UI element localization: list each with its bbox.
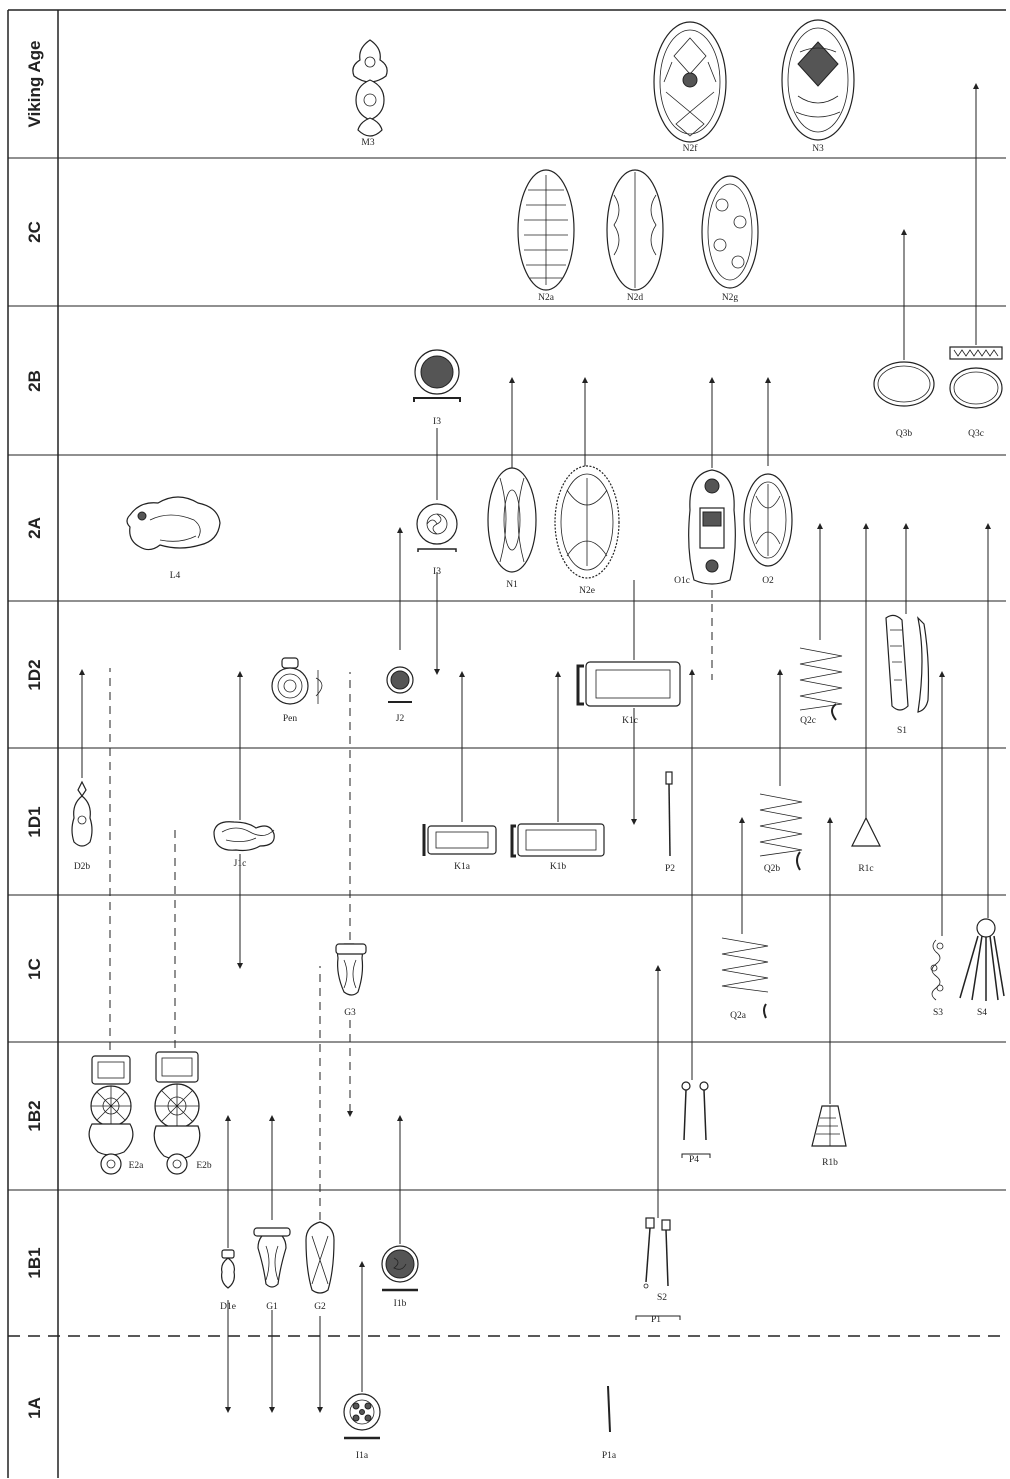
artefact-label: L4 [170, 571, 181, 581]
artefact-e2b: E2b [154, 1052, 212, 1174]
artefact-label: I1b [394, 1299, 407, 1309]
artefact-n2f: N2f [654, 22, 726, 154]
artefact-label: O1c [674, 576, 690, 586]
artefact-j1c: J1c [214, 822, 274, 869]
artefact-p2: P2 [665, 772, 675, 874]
artefact-label: P2 [665, 864, 675, 874]
period-label: Viking Age [25, 41, 44, 128]
artefact-n1: N1 [488, 468, 536, 590]
artefact-label: P1a [602, 1451, 617, 1461]
artefact-k1b: K1b [512, 824, 604, 872]
artefact-label: K1a [454, 862, 471, 872]
artefact-label: N3 [812, 144, 824, 154]
artefact-label: I3 [433, 567, 441, 577]
period-label: 1D1 [25, 806, 44, 837]
artefact-label: D1e [220, 1302, 236, 1312]
artefact-m3: M3 [353, 40, 387, 148]
artefact-i3-upper: I3 [414, 350, 460, 427]
artefact-q3c: Q3c [950, 347, 1002, 439]
artefact-label: J1c [234, 859, 247, 869]
artefact-label: N2d [627, 293, 644, 303]
artefact-label: S2 [657, 1293, 667, 1303]
artefact-n2e: N2e [555, 466, 619, 596]
artefact-label: S4 [977, 1008, 987, 1018]
artefact-i1a: I1a [344, 1394, 380, 1461]
artefact-label: R1b [822, 1158, 838, 1168]
artefact-label: P4 [689, 1155, 699, 1165]
artefact-p1a: P1a [602, 1386, 617, 1461]
artefact-label: I3 [433, 417, 441, 427]
artefact-label: G3 [344, 1008, 356, 1018]
artefact-label: I1a [356, 1451, 369, 1461]
artefact-label: P1 [651, 1315, 661, 1325]
artefact-label: N2a [538, 293, 555, 303]
artefact-label: S3 [933, 1008, 943, 1018]
artefact-label: Q2a [730, 1011, 747, 1021]
artefact-n3: N3 [782, 20, 854, 154]
artefact-label: N2f [683, 143, 699, 154]
artefact-label: D2b [74, 862, 91, 872]
artefact-i3-lower: I3 [417, 504, 457, 577]
artefact-label: K1c [622, 716, 638, 726]
period-label: 1B2 [25, 1100, 44, 1131]
artefact-label: E2b [196, 1161, 212, 1171]
artefact-s2-p1: S2 P1 [636, 1218, 680, 1325]
artefact-pen: Pen [272, 658, 322, 724]
period-label: 1A [25, 1397, 44, 1419]
artefact-q2c: Q2c [800, 648, 842, 726]
artefact-k1a: K1a [424, 824, 496, 872]
artefact-g2: G2 [306, 1222, 334, 1312]
period-label: 2B [25, 370, 44, 392]
artefact-j2: J2 [387, 667, 413, 724]
artefact-label: Q3c [968, 429, 984, 439]
artefact-n2a: N2a [518, 170, 574, 303]
artefact-label: K1b [550, 862, 567, 872]
artefact-k1c: K1c [578, 662, 680, 726]
artefact-label: G2 [314, 1302, 326, 1312]
artefact-p4: P4 [682, 1082, 710, 1165]
artefact-label: Q3b [896, 429, 913, 439]
artefact-s3: S3 [931, 940, 943, 1018]
artefact-label: E2a [129, 1161, 145, 1171]
artefact-label: N1 [506, 580, 518, 590]
artefact-o1c: O1c [674, 470, 735, 586]
artefact-o2: O2 [744, 474, 792, 586]
artefact-g1: G1 [254, 1228, 290, 1312]
artefact-label: R1c [858, 864, 873, 874]
artefact-q2a: Q2a [722, 938, 768, 1021]
artefact-label: M3 [361, 138, 374, 148]
artefact-s4: S4 [960, 919, 1004, 1018]
artefact-label: Q2b [764, 864, 781, 874]
artefact-label: S1 [897, 726, 907, 736]
artefact-d1e: D1e [220, 1250, 236, 1312]
artefact-r1b: R1b [812, 1106, 846, 1168]
artefact-label: G1 [266, 1302, 278, 1312]
period-labels: Viking Age 2C 2B 2A 1D2 1D1 1C 1B2 1B1 1… [25, 41, 44, 1419]
period-label: 1C [25, 958, 44, 980]
artefact-n2d: N2d [607, 170, 663, 303]
period-label: 1D2 [25, 659, 44, 690]
artefact-label: N2g [722, 293, 739, 303]
artefact-label: N2e [579, 586, 595, 596]
period-label: 2A [25, 517, 44, 539]
artefact-e2a: E2a [89, 1056, 144, 1174]
artefact-n2g: N2g [702, 176, 758, 303]
artefact-label: J2 [396, 714, 405, 724]
artefact-s1: S1 [886, 615, 929, 736]
artefact-label: O2 [762, 576, 774, 586]
artefact-label: Q2c [800, 716, 816, 726]
artefact-q2b: Q2b [760, 794, 802, 874]
period-label: 1B1 [25, 1247, 44, 1278]
artefact-l4: L4 [127, 497, 220, 581]
artefact-i1b: I1b [382, 1246, 418, 1309]
period-label: 2C [25, 221, 44, 243]
artefact-r1c: R1c [852, 818, 880, 874]
artefact-q3b: Q3b [874, 362, 934, 439]
artefact-d2b: D2b [72, 782, 92, 872]
artefact-label: Pen [283, 714, 298, 724]
artefacts: M3 N2f N3 N2a [72, 20, 1004, 1461]
grid-frame [8, 10, 1006, 1478]
artefact-g3: G3 [336, 944, 366, 1018]
